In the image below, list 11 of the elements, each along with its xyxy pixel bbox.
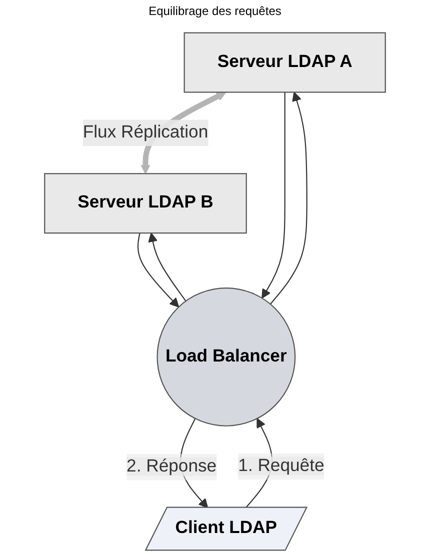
arrow bbox=[262, 92, 286, 299]
edge-label: 1. Requête bbox=[238, 456, 324, 476]
node-box: Serveur LDAP A bbox=[184, 32, 386, 93]
node-circle: Load Balancer bbox=[156, 288, 296, 426]
arrow bbox=[137, 232, 180, 308]
arrow bbox=[148, 232, 186, 302]
node-box: Serveur LDAP B bbox=[44, 173, 247, 234]
arrow bbox=[270, 92, 308, 304]
note-text: Equilibrage des requêtes bbox=[148, 4, 282, 18]
edge-label: 2. Réponse bbox=[126, 457, 217, 476]
edge-label: Flux Réplication bbox=[82, 123, 208, 142]
